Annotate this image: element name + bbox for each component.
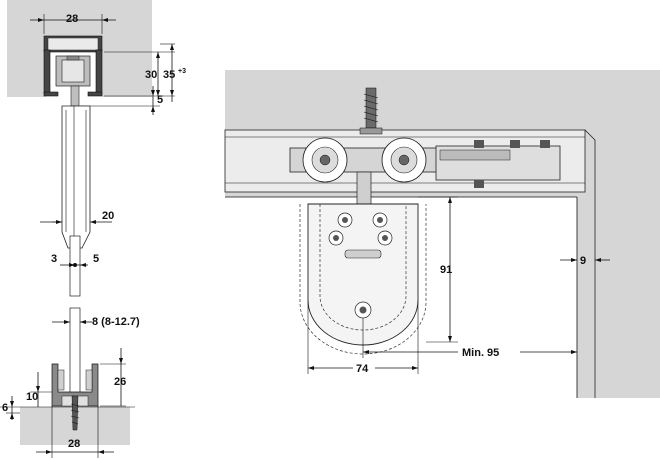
glass-panel-view: 20 3 5	[40, 105, 114, 297]
dim-guide-10: 10	[26, 391, 38, 403]
dim-drop-91: 91	[440, 264, 452, 276]
dim-offset-3: 3	[51, 253, 57, 265]
floor-guide-view: 8 (8-12.7) 26 10 6 28	[0, 307, 140, 458]
dim-height-35-tolerance: +3	[178, 68, 186, 75]
dim-guide-26: 26	[114, 376, 126, 388]
track-section-view: 28 30 35 +3 5	[7, 0, 186, 115]
front-elevation-view: 91 Min. 95 74 9	[224, 70, 660, 398]
dim-gap-5: 5	[157, 94, 163, 106]
dim-glass-8: 8 (8-12.7)	[92, 316, 140, 328]
dim-gap-9: 9	[580, 255, 586, 267]
dim-top-width: 28	[66, 13, 78, 25]
dim-panel-20: 20	[102, 210, 114, 222]
dim-offset-5: 5	[93, 253, 99, 265]
dim-bottom-width: 28	[68, 438, 80, 450]
dim-height-30: 30	[145, 69, 157, 81]
dim-height-35: 35	[163, 69, 175, 81]
dim-width-74: 74	[356, 363, 369, 375]
dim-min-95: Min. 95	[462, 347, 499, 359]
dim-floor-6: 6	[2, 402, 8, 414]
